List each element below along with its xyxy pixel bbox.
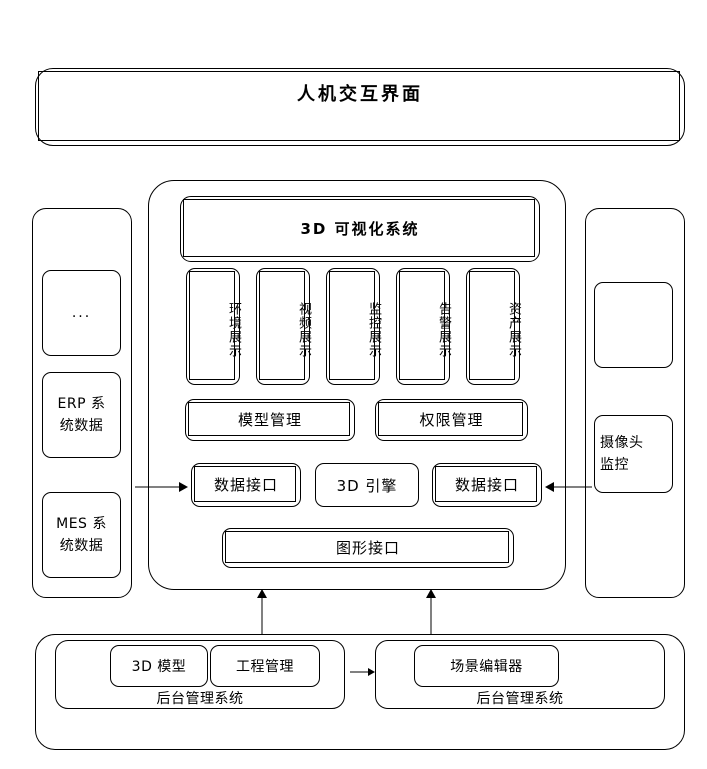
- backend-right-group-label: 后台管理系统: [476, 691, 564, 707]
- arrow-shaft: [430, 590, 432, 634]
- arrow-head-left-icon: [545, 482, 554, 492]
- backend-item-project-management[interactable]: [210, 645, 320, 687]
- core-header-label: 3D 可视化系统: [300, 219, 420, 238]
- management-box-permission[interactable]: [375, 399, 528, 441]
- backend-left-group-label: 后台管理系统: [156, 691, 244, 707]
- management-box-model[interactable]: [185, 399, 355, 441]
- hmi-layer-label: 人机交互界面: [297, 84, 423, 105]
- interface-label-3d-engine: 3D 引擎: [336, 476, 398, 495]
- display-module-label-0: 环境展示: [226, 302, 241, 358]
- interface-label-data-left: 数据接口: [213, 475, 278, 494]
- backend-label-scene-editor: 场景编辑器: [450, 659, 523, 675]
- graphics-interface-label: 图形接口: [335, 538, 400, 557]
- hmi-layer-box: [35, 68, 685, 146]
- interface-label-data-right: 数据接口: [454, 475, 519, 494]
- left-source-item-mes[interactable]: [42, 492, 121, 578]
- arrow-right-sources-to-core: [545, 478, 592, 496]
- left-source-label-other: ...: [71, 305, 92, 321]
- display-module-box-0[interactable]: [186, 268, 240, 385]
- backend-label-project-management: 工程管理: [236, 659, 294, 675]
- graphics-interface-box[interactable]: [222, 528, 514, 568]
- left-source-item-erp[interactable]: [42, 372, 121, 458]
- arrow-head-right-icon: [368, 668, 375, 676]
- right-source-item-camera[interactable]: [594, 415, 673, 493]
- display-module-box-2[interactable]: [326, 268, 380, 385]
- core-header-box: [180, 196, 540, 262]
- left-source-label-mes: MES 系 统数据: [56, 515, 107, 554]
- management-label-model: 模型管理: [237, 410, 302, 429]
- left-source-label-erp: ERP 系 统数据: [57, 395, 106, 434]
- arrow-backend-left-to-right: [350, 664, 375, 680]
- arrow-shaft: [135, 486, 187, 488]
- display-module-box-3[interactable]: [396, 268, 450, 385]
- interface-box-3d-engine[interactable]: [315, 463, 419, 507]
- arrow-left-sources-to-core: [135, 478, 188, 496]
- interface-box-data-right[interactable]: [432, 463, 542, 507]
- arrow-shaft: [546, 486, 592, 488]
- arrow-shaft: [261, 590, 263, 634]
- backend-label-3d-model: 3D 模型: [131, 659, 187, 675]
- arrow-shaft: [350, 671, 374, 673]
- display-module-label-2: 监控展示: [366, 302, 381, 358]
- display-module-label-1: 视频展示: [296, 302, 311, 358]
- display-module-box-1[interactable]: [256, 268, 310, 385]
- right-source-label-camera: 摄像头 监控: [600, 434, 644, 473]
- arrow-backend-right-to-core: [423, 589, 439, 634]
- arrow-head-up-icon: [257, 589, 267, 598]
- management-label-permission: 权限管理: [419, 410, 484, 429]
- backend-item-3d-model[interactable]: [110, 645, 208, 687]
- arrow-backend-left-to-core: [254, 589, 270, 634]
- arrow-head-up-icon: [426, 589, 436, 598]
- display-module-box-4[interactable]: [466, 268, 520, 385]
- arrow-head-right-icon: [179, 482, 188, 492]
- interface-box-data-left[interactable]: [191, 463, 301, 507]
- right-source-label-blank: [594, 282, 673, 368]
- display-module-label-3: 告警展示: [436, 302, 451, 358]
- display-module-label-4: 资产展示: [506, 302, 521, 358]
- right-source-item-blank[interactable]: [594, 282, 673, 368]
- left-source-item-other[interactable]: [42, 270, 121, 356]
- backend-item-scene-editor[interactable]: [414, 645, 559, 687]
- right-sources-container: [585, 208, 685, 598]
